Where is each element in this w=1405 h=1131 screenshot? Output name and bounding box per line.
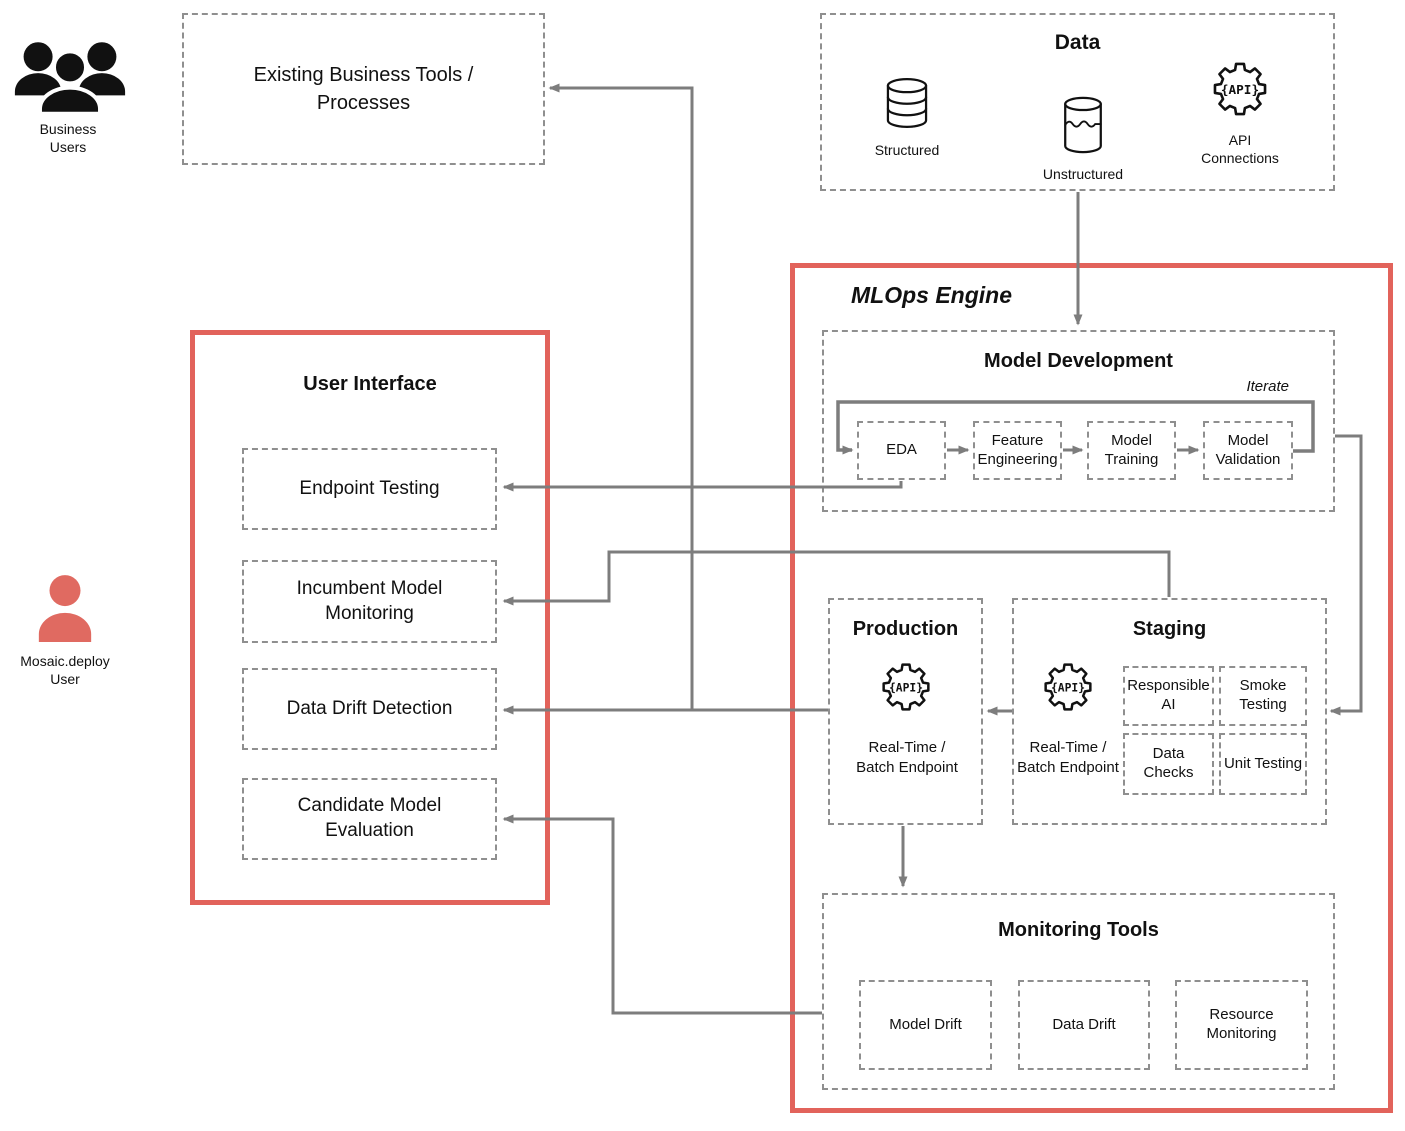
unstructured-label: Unstructured bbox=[1042, 166, 1124, 182]
api-icon-text: {API} bbox=[1221, 82, 1259, 97]
step-feature-engineering: Feature Engineering bbox=[973, 421, 1062, 480]
tool-data-drift: Data Drift bbox=[1018, 980, 1150, 1070]
person-icon bbox=[38, 575, 92, 642]
business-users-label: Business Users bbox=[39, 121, 97, 156]
check-data-checks: Data Checks bbox=[1123, 733, 1214, 795]
tool-model-drift: Model Drift bbox=[859, 980, 992, 1070]
user-interface-panel: User Interface Endpoint Testing Incumben… bbox=[190, 330, 550, 905]
check-responsible-ai: Responsible AI bbox=[1123, 666, 1214, 726]
existing-business-tools-label: Existing Business Tools / Processes bbox=[253, 64, 474, 114]
staging-api-icon-text: {API} bbox=[1051, 680, 1085, 694]
check-responsible-ai-label: Responsible AI bbox=[1127, 677, 1210, 713]
arrow-branch-to-existing-business-tools bbox=[548, 83, 694, 710]
arrow-monitoring-to-candidate-model-evaluation bbox=[502, 814, 822, 1015]
database-unstructured-icon bbox=[1064, 96, 1102, 154]
existing-business-tools-box: Existing Business Tools / Processes bbox=[182, 13, 545, 165]
check-smoke-testing-label: Smoke Testing bbox=[1239, 677, 1287, 713]
production-api-gear-icon: {API} bbox=[882, 663, 930, 711]
step-model-validation-label: Model Validation bbox=[1215, 431, 1281, 468]
model-development-box: Model Development Iterate EDA Feature En… bbox=[822, 330, 1335, 512]
check-unit-testing-label: Unit Testing bbox=[1223, 754, 1303, 772]
step-model-training: Model Training bbox=[1087, 421, 1176, 480]
step-model-training-label: Model Training bbox=[1104, 431, 1159, 468]
api-connections-label: API Connections bbox=[1201, 132, 1279, 167]
user-interface-title: User Interface bbox=[303, 373, 437, 395]
staging-box: Staging {API} Real-Time / Batch Endpoint… bbox=[1012, 598, 1327, 825]
ui-item-data-drift-detection-label: Data Drift Detection bbox=[286, 697, 453, 719]
check-smoke-testing: Smoke Testing bbox=[1219, 666, 1307, 726]
model-development-title: Model Development bbox=[984, 350, 1173, 372]
mlops-engine-panel: MLOps Engine bbox=[790, 263, 1393, 1113]
structured-label: Structured bbox=[874, 142, 940, 158]
production-title: Production bbox=[852, 618, 959, 640]
production-api-icon-text: {API} bbox=[889, 680, 923, 694]
ui-item-endpoint-testing-label: Endpoint Testing bbox=[299, 477, 440, 499]
staging-api-gear-icon: {API} bbox=[1044, 663, 1092, 711]
monitoring-tools-box: Monitoring Tools Model Drift Data Drift … bbox=[822, 893, 1335, 1090]
tool-model-drift-label: Model Drift bbox=[889, 1015, 962, 1033]
step-model-validation: Model Validation bbox=[1203, 421, 1293, 480]
ui-item-incumbent-model-monitoring: Incumbent Model Monitoring bbox=[242, 560, 497, 643]
step-eda-label: EDA bbox=[886, 441, 917, 459]
data-panel-title: Data bbox=[1054, 31, 1101, 54]
tool-resource-monitoring-label: Resource Monitoring bbox=[1206, 1006, 1277, 1042]
staging-title: Staging bbox=[1132, 618, 1207, 640]
step-eda: EDA bbox=[857, 421, 946, 480]
api-gear-icon: {API} bbox=[1213, 62, 1267, 116]
mosaic-user-label: Mosaic.deploy User bbox=[20, 653, 110, 688]
monitoring-tools-title: Monitoring Tools bbox=[998, 919, 1159, 941]
production-endpoint-label: Real-Time / Batch Endpoint bbox=[856, 739, 958, 776]
ui-item-candidate-model-evaluation-label: Candidate Model Evaluation bbox=[297, 795, 442, 841]
tool-data-drift-label: Data Drift bbox=[1052, 1015, 1116, 1033]
check-data-checks-label: Data Checks bbox=[1143, 745, 1194, 781]
check-unit-testing: Unit Testing bbox=[1219, 733, 1307, 795]
people-group-icon bbox=[14, 42, 126, 116]
tool-resource-monitoring: Resource Monitoring bbox=[1175, 980, 1308, 1070]
ui-item-candidate-model-evaluation: Candidate Model Evaluation bbox=[242, 778, 497, 860]
data-panel: Data Structured Unstructured {API} API C… bbox=[820, 13, 1335, 191]
ui-item-data-drift-detection: Data Drift Detection bbox=[242, 668, 497, 750]
iterate-label: Iterate bbox=[1246, 378, 1289, 395]
ui-item-endpoint-testing: Endpoint Testing bbox=[242, 448, 497, 530]
mlops-engine-title: MLOps Engine bbox=[851, 282, 1012, 308]
step-feature-engineering-label: Feature Engineering bbox=[977, 431, 1058, 468]
production-box: Production {API} Real-Time / Batch Endpo… bbox=[828, 598, 983, 825]
database-stack-icon bbox=[886, 78, 928, 128]
staging-endpoint-label: Real-Time / Batch Endpoint bbox=[1017, 739, 1119, 776]
ui-item-incumbent-model-monitoring-label: Incumbent Model Monitoring bbox=[296, 577, 443, 624]
